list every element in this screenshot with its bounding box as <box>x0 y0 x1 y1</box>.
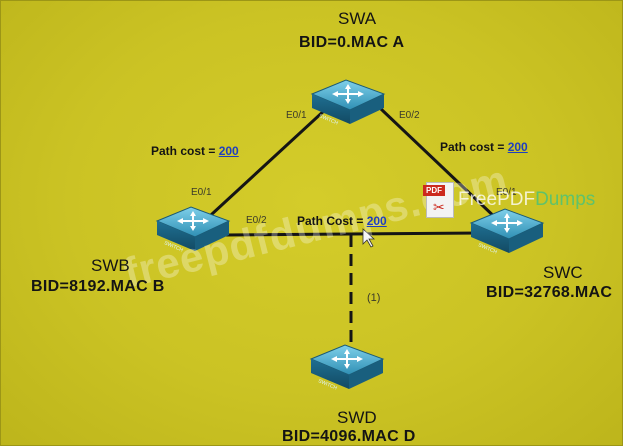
swc-name: SWC <box>543 263 583 282</box>
port-swa-e0-1: E0/1 <box>286 110 307 121</box>
switch-swd-icon: SWITCH <box>309 344 385 392</box>
port-swc-e0-1: E0/1 <box>496 187 517 198</box>
swa-name: SWA <box>338 9 377 28</box>
path-cost-value: 200 <box>218 144 239 158</box>
freepdfdumps-logo: PDF ✂ FreePDFDumps <box>423 182 595 218</box>
port-swb-e0-2: E0/2 <box>246 215 267 226</box>
path-cost-swa-swc: Path cost = 200 <box>440 140 528 154</box>
path-cost-value: 200 <box>366 214 387 228</box>
pdf-file-icon: PDF ✂ <box>423 182 454 218</box>
logo-text-accent: Dumps <box>535 189 596 210</box>
path-cost-label: Path cost = <box>151 144 216 158</box>
port-swa-e0-2: E0/2 <box>399 110 420 121</box>
swa-bid: BID=0.MAC A <box>299 34 405 51</box>
logo-text: FreePDFDumps <box>458 189 595 211</box>
path-cost-label: Path cost = <box>440 140 505 154</box>
link-swa-swb <box>197 107 328 228</box>
pdf-badge-text: PDF <box>423 185 445 196</box>
path-cost-swb-swc: Path Cost = 200 <box>297 214 387 228</box>
path-cost-value: 200 <box>507 140 528 154</box>
swc-bid: BID=32768.MAC <box>486 284 613 301</box>
acrobat-glyph-icon: ✂ <box>433 199 445 215</box>
path-cost-swa-swb: Path cost = 200 <box>151 144 239 158</box>
swb-bid: BID=8192.MAC B <box>31 278 165 295</box>
swd-name: SWD <box>337 408 377 427</box>
link-marker-1: (1) <box>367 292 381 304</box>
link-swa-swc <box>379 107 503 225</box>
link-swb-swc <box>225 231 482 237</box>
mouse-pointer-icon <box>362 228 376 248</box>
switch-swa-icon: SWITCH <box>310 79 386 127</box>
swd-bid: BID=4096.MAC D <box>282 428 416 445</box>
logo-text-main: FreePDF <box>458 189 536 210</box>
swb-name: SWB <box>91 256 130 275</box>
port-swb-e0-1: E0/1 <box>191 187 212 198</box>
path-cost-label: Path Cost = <box>297 214 364 228</box>
